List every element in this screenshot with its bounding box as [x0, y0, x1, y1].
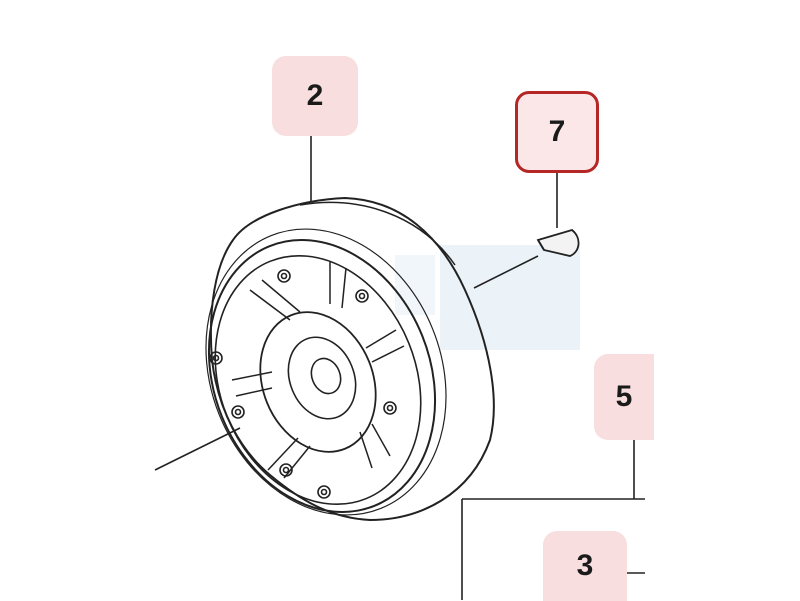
- callout-7-label: 7: [548, 115, 566, 148]
- drum-back-edge: [299, 201, 456, 266]
- rib-5: [365, 329, 405, 363]
- front-face-rim-groove: [205, 228, 447, 516]
- front-face-outer-ring: [207, 239, 437, 513]
- watermark-shading: [395, 245, 580, 350]
- woodruff-key-part[interactable]: [536, 229, 580, 257]
- callout-3[interactable]: 3: [543, 531, 627, 601]
- flywheel-part[interactable]: [164, 193, 495, 552]
- rib-6: [329, 262, 347, 309]
- front-face-inner-ring: [214, 254, 422, 506]
- callout-2[interactable]: 2: [272, 56, 358, 136]
- bolt-holes: [209, 269, 397, 499]
- leader-line-key-axis: [473, 255, 539, 289]
- callout-5-label: 5: [615, 380, 633, 413]
- hub-bore: [310, 357, 342, 395]
- leader-line-left-axis: [154, 427, 241, 471]
- rib-3: [267, 437, 311, 479]
- callout-5[interactable]: 5: [594, 354, 654, 440]
- callout-7-selected[interactable]: 7: [515, 91, 599, 173]
- rib-2: [231, 371, 273, 397]
- callout-3-label: 3: [576, 549, 594, 582]
- callout-2-label: 2: [306, 79, 324, 112]
- leader-lines: [154, 136, 645, 600]
- hub-inner: [287, 336, 357, 420]
- hub-outer: [259, 311, 377, 453]
- rib-1: [249, 279, 301, 321]
- flywheel-drum: [209, 197, 495, 521]
- rib-4: [359, 423, 391, 469]
